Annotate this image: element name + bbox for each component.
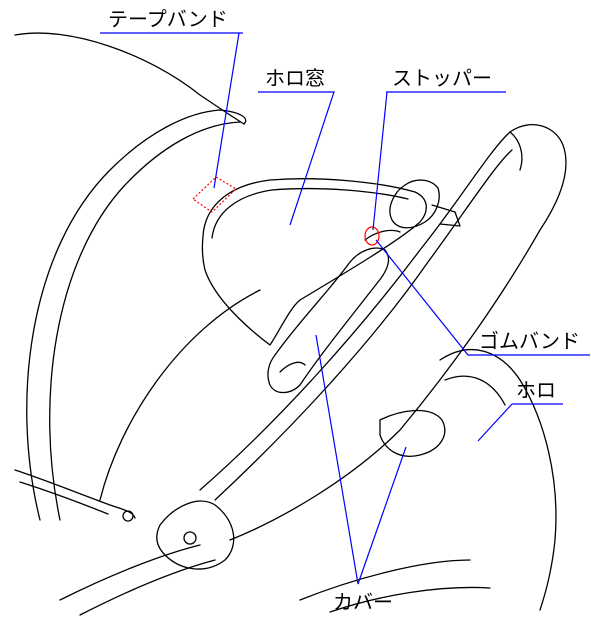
label-hood: ホロ bbox=[516, 378, 556, 402]
hood-top-fold bbox=[14, 32, 245, 125]
bottom-fold-2 bbox=[329, 586, 491, 613]
side-strap-2 bbox=[19, 481, 109, 515]
stopper-strap bbox=[364, 229, 401, 241]
frame-lower-bar-2 bbox=[79, 559, 216, 616]
stopper-body bbox=[389, 179, 440, 229]
hood-window-outline bbox=[201, 178, 427, 346]
handlebar-outer bbox=[199, 124, 567, 541]
tape-band-area-highlight bbox=[192, 176, 237, 213]
label-cover: カバー bbox=[333, 590, 393, 614]
frame-joint-bolt bbox=[183, 531, 197, 545]
label-tape-band: テープバンド bbox=[108, 7, 228, 31]
label-rubber-band: ゴムバンド bbox=[479, 329, 580, 353]
frame-lower-bar bbox=[59, 544, 201, 601]
stopper-tab bbox=[431, 204, 461, 227]
cover-sleeve bbox=[267, 247, 390, 394]
hood-canopy-inner-edge bbox=[49, 121, 241, 521]
hood-fabric-seam bbox=[99, 289, 261, 501]
hood-canopy-outline bbox=[26, 109, 247, 521]
side-strap bbox=[14, 469, 136, 519]
leader-hood bbox=[477, 403, 563, 442]
leader-stopper bbox=[372, 91, 506, 231]
leader-tape-band bbox=[100, 32, 243, 189]
rubber-band-highlight bbox=[364, 226, 380, 246]
strap-buckle bbox=[122, 510, 134, 522]
label-stopper: ストッパー bbox=[392, 66, 492, 90]
frame-joint bbox=[156, 500, 235, 570]
seat-body-right bbox=[439, 348, 557, 611]
handlebar-end-cap bbox=[509, 131, 523, 171]
inner-seat bbox=[379, 409, 446, 457]
label-hood-window: ホロ窓 bbox=[265, 66, 325, 90]
leader-rubber-band bbox=[375, 239, 590, 356]
handlebar-inner bbox=[214, 149, 513, 501]
cover-sleeve-fold bbox=[279, 361, 306, 373]
leader-cover bbox=[315, 334, 407, 585]
bottom-fold-1 bbox=[299, 559, 471, 601]
hood-window-inner-edge bbox=[211, 187, 409, 239]
leader-hood-window bbox=[258, 91, 335, 226]
seat-body-right-inner bbox=[444, 375, 506, 406]
